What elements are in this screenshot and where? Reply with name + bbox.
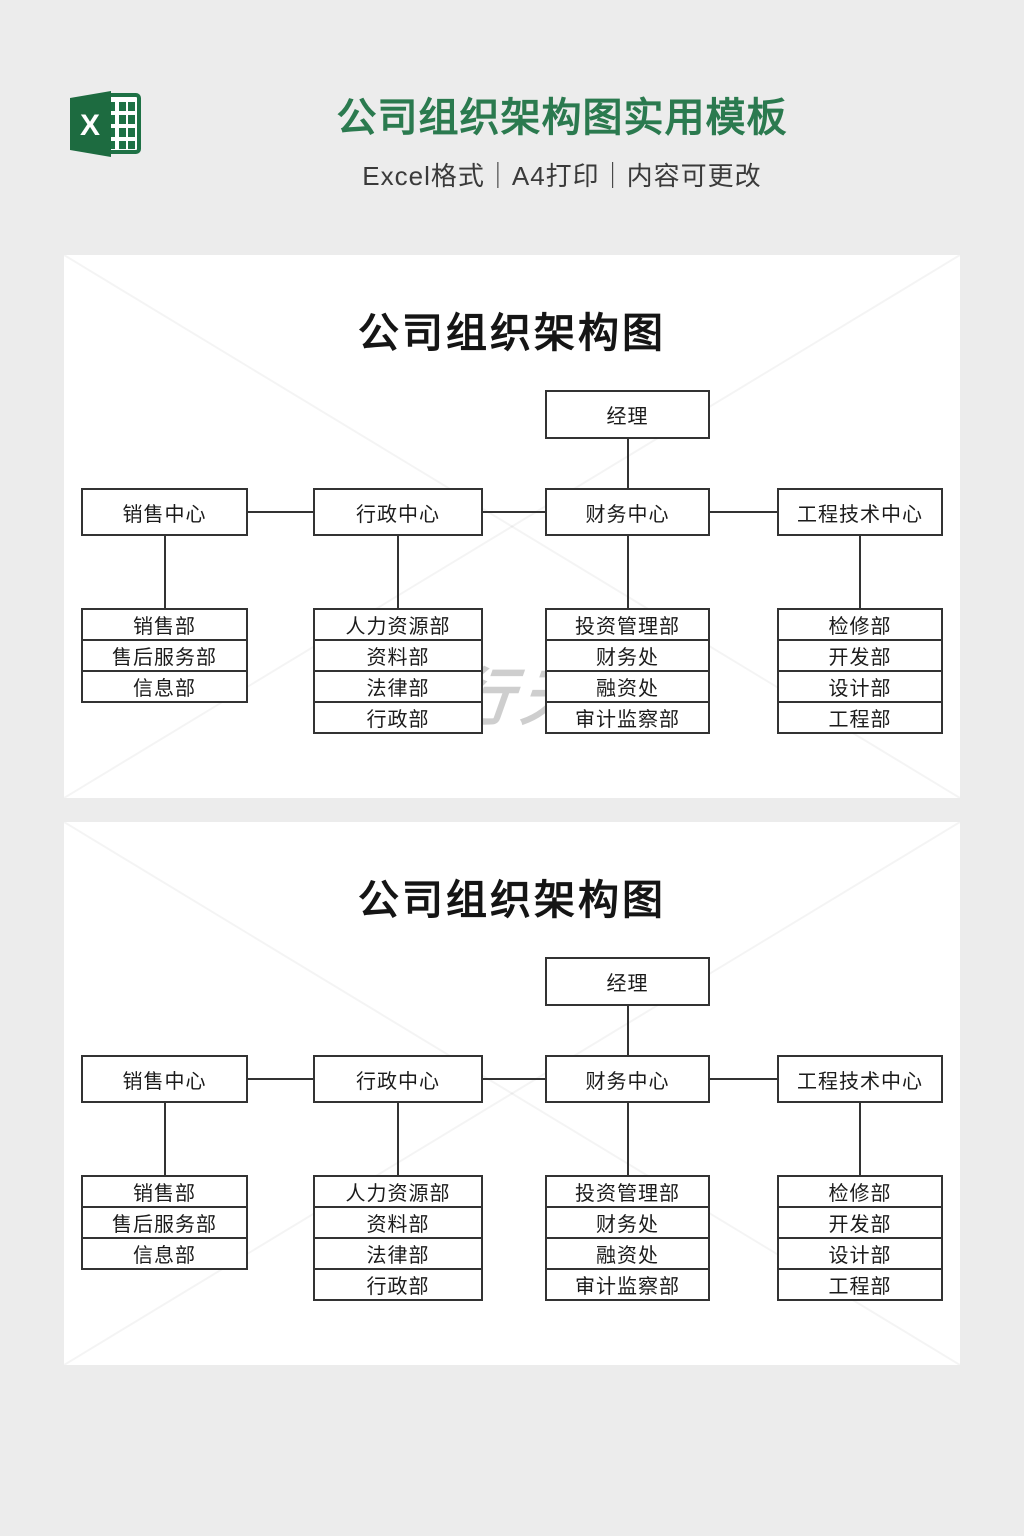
connector-line xyxy=(248,511,313,513)
org-box-department: 审计监察部 xyxy=(545,701,710,734)
connector-line xyxy=(710,511,777,513)
org-box-department: 资料部 xyxy=(313,639,483,672)
org-box-center: 行政中心 xyxy=(313,488,483,536)
org-box-center: 销售中心 xyxy=(81,1055,248,1103)
org-box-department: 人力资源部 xyxy=(313,608,483,641)
header-text: 公司组织架构图实用模板 Excel格式｜A4打印｜内容可更改 xyxy=(150,0,974,193)
org-box-department: 行政部 xyxy=(313,701,483,734)
org-box-department: 工程部 xyxy=(777,1268,943,1301)
org-box-department: 融资处 xyxy=(545,1237,710,1270)
connector-line xyxy=(397,536,399,608)
org-box-department: 设计部 xyxy=(777,1237,943,1270)
org-chart-title: 公司组织架构图 xyxy=(358,877,666,923)
template-preview-page: X 公司组织架构图实用模板 Excel格式｜A4打印｜内容可更改 公司组织架构图… xyxy=(0,0,1024,1365)
org-box-department: 资料部 xyxy=(313,1206,483,1239)
org-box-center: 工程技术中心 xyxy=(777,1055,943,1103)
connector-line xyxy=(164,1103,166,1175)
org-box-center: 销售中心 xyxy=(81,488,248,536)
org-box-root: 经理 xyxy=(545,390,710,439)
org-chart-title: 公司组织架构图 xyxy=(358,310,666,356)
header: X 公司组织架构图实用模板 Excel格式｜A4打印｜内容可更改 xyxy=(0,0,1024,255)
org-box-department: 销售部 xyxy=(81,608,248,641)
org-box-department: 法律部 xyxy=(313,670,483,703)
org-box-center: 财务中心 xyxy=(545,1055,710,1103)
connector-line xyxy=(483,1078,545,1080)
org-box-department: 财务处 xyxy=(545,1206,710,1239)
org-box-department: 售后服务部 xyxy=(81,1206,248,1239)
org-box-department: 设计部 xyxy=(777,670,943,703)
org-box-center: 行政中心 xyxy=(313,1055,483,1103)
org-box-department: 投资管理部 xyxy=(545,608,710,641)
excel-logo-graphic: X xyxy=(70,91,141,157)
connector-line xyxy=(483,511,545,513)
connector-line xyxy=(248,1078,313,1080)
org-box-department: 审计监察部 xyxy=(545,1268,710,1301)
org-box-department: 售后服务部 xyxy=(81,639,248,672)
org-box-department: 开发部 xyxy=(777,639,943,672)
connector-line xyxy=(710,1078,777,1080)
connector-line xyxy=(859,1103,861,1175)
org-box-department: 工程部 xyxy=(777,701,943,734)
org-chart-panel-1: 公司组织架构图图行天下经理销售中心销售部售后服务部信息部行政中心人力资源部资料部… xyxy=(64,255,960,798)
page-title: 公司组织架构图实用模板 xyxy=(336,96,788,140)
org-box-department: 行政部 xyxy=(313,1268,483,1301)
org-box-department: 投资管理部 xyxy=(545,1175,710,1208)
org-box-department: 财务处 xyxy=(545,639,710,672)
connector-root-line xyxy=(627,439,629,488)
excel-icon: X xyxy=(66,90,144,158)
org-box-department: 开发部 xyxy=(777,1206,943,1239)
org-box-department: 法律部 xyxy=(313,1237,483,1270)
org-box-root: 经理 xyxy=(545,957,710,1006)
org-box-center: 财务中心 xyxy=(545,488,710,536)
org-box-department: 融资处 xyxy=(545,670,710,703)
connector-line xyxy=(164,536,166,608)
connector-root-line xyxy=(627,1006,629,1055)
connector-line xyxy=(627,1103,629,1175)
org-box-department: 信息部 xyxy=(81,1237,248,1270)
org-box-department: 检修部 xyxy=(777,608,943,641)
connector-line xyxy=(859,536,861,608)
org-box-department: 销售部 xyxy=(81,1175,248,1208)
org-box-department: 信息部 xyxy=(81,670,248,703)
connector-line xyxy=(397,1103,399,1175)
excel-letter: X xyxy=(80,109,100,142)
page-subtitle: Excel格式｜A4打印｜内容可更改 xyxy=(362,161,762,191)
org-box-department: 人力资源部 xyxy=(313,1175,483,1208)
connector-line xyxy=(627,536,629,608)
org-chart-panel-2: 公司组织架构图经理销售中心销售部售后服务部信息部 行政中心人力资源部资料部法律部行… xyxy=(64,822,960,1365)
org-box-center: 工程技术中心 xyxy=(777,488,943,536)
org-box-department: 检修部 xyxy=(777,1175,943,1208)
